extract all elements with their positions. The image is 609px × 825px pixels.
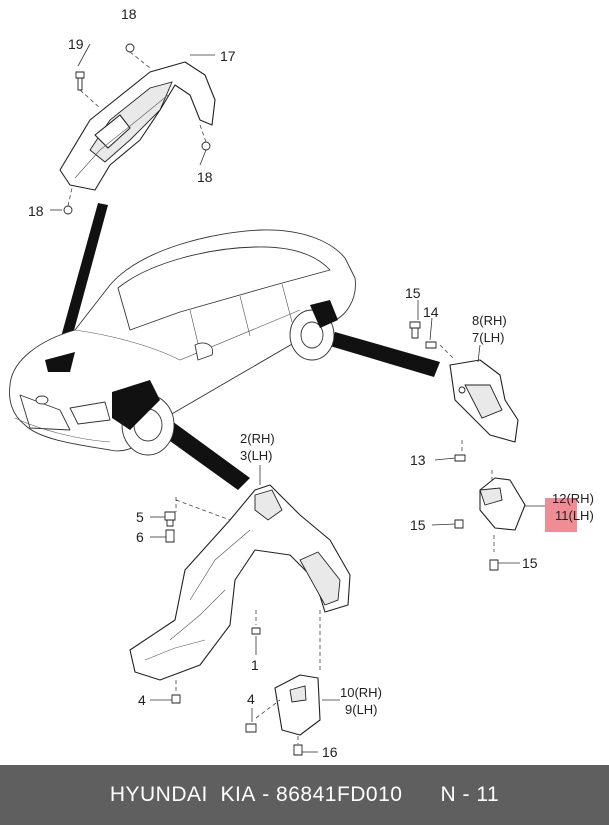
bracket-12-11 — [454, 470, 526, 571]
callout-15-top: 15 — [405, 285, 421, 301]
callout-17: 17 — [220, 48, 236, 64]
bracket-8-7 — [409, 321, 519, 462]
callout-4-right: 4 — [247, 691, 255, 707]
footer-part-number: 86841FD010 — [276, 783, 403, 806]
footer-bar: HYUNDAI KIA - 86841FD010 N - 11 — [0, 765, 609, 825]
callout-2: 2(RH) — [240, 431, 275, 446]
callout-13: 13 — [410, 452, 426, 468]
callout-4-left: 4 — [138, 692, 146, 708]
footer-separator: - — [255, 783, 277, 806]
highlighted-part-marker — [545, 498, 577, 532]
callout-9: 9(LH) — [345, 702, 378, 717]
pointer-band-right — [330, 332, 440, 377]
callout-19: 19 — [68, 36, 84, 52]
callout-5: 5 — [136, 509, 144, 525]
callout-18-left: 18 — [28, 203, 44, 219]
callout-1: 1 — [251, 657, 259, 673]
under-cover-17 — [59, 43, 216, 215]
leader-lines — [150, 149, 545, 753]
callout-6: 6 — [136, 529, 144, 545]
callout-18-top: 18 — [121, 6, 137, 22]
footer-brand: HYUNDAI KIA — [109, 783, 256, 806]
parts-diagram: 18 19 17 18 18 15 14 8(RH) 7(LH) 13 12(R… — [9, 6, 594, 760]
callout-16: 16 — [322, 744, 338, 760]
callout-18-right: 18 — [197, 169, 213, 185]
inner-fender-liner-2-3 — [129, 484, 351, 704]
callout-8: 8(RH) — [472, 313, 507, 328]
callout-10: 10(RH) — [340, 685, 382, 700]
callout-14: 14 — [423, 304, 439, 320]
callout-12: 12(RH) — [552, 491, 594, 506]
callout-11: 11(LH) — [555, 508, 594, 523]
pointer-band-upper — [56, 203, 108, 360]
car-illustration — [9, 229, 356, 456]
callout-15-low: 15 — [522, 555, 538, 571]
callout-7: 7(LH) — [472, 330, 505, 345]
footer-page: N - 11 — [440, 783, 500, 806]
footer-gap — [402, 783, 440, 807]
callout-3: 3(LH) — [240, 448, 273, 463]
callout-15-mid: 15 — [410, 517, 426, 533]
mud-guard-10-9 — [245, 610, 321, 756]
